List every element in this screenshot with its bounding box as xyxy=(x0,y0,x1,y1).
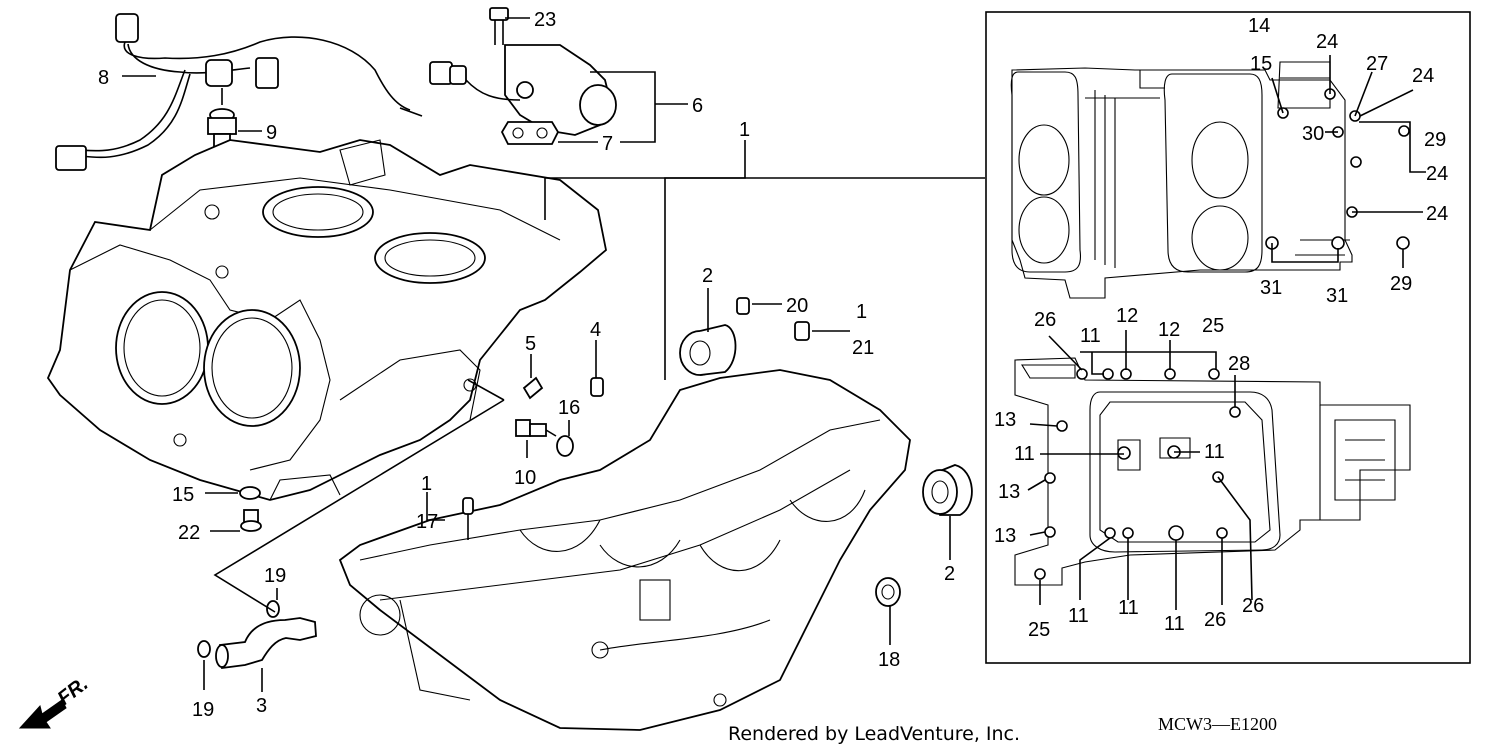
inset-callout-15: 15 xyxy=(1250,53,1272,75)
callout-19-lower: 19 xyxy=(192,699,214,721)
inset-upper-leaders xyxy=(1271,55,1426,268)
callout-2-upper: 2 xyxy=(702,265,713,287)
washer-19-lower-part xyxy=(197,640,211,658)
inset-callout-25a: 25 xyxy=(1202,315,1224,337)
inset-callout-24a: 24 xyxy=(1316,31,1338,53)
oil-pressure-switch-part xyxy=(207,88,237,149)
inset-callout-26c: 26 xyxy=(1242,595,1264,617)
callout-20: 20 xyxy=(786,295,808,317)
inset-upper-holes xyxy=(1265,88,1410,250)
callout-15: 15 xyxy=(172,484,194,506)
callout-9: 9 xyxy=(266,122,277,144)
dowel-pin-20-part xyxy=(736,297,750,315)
inset-frame xyxy=(985,11,1471,664)
callout-16: 16 xyxy=(558,397,580,419)
inset-callout-11d: 11 xyxy=(1068,605,1089,627)
callout-10: 10 xyxy=(514,467,536,489)
oil-seal-lower-part xyxy=(922,464,973,516)
render-credit: Rendered by LeadVenture, Inc. xyxy=(728,723,1020,745)
dowel-pin-17-part xyxy=(462,497,474,515)
inset-callout-11f: 11 xyxy=(1164,613,1185,635)
lower-crankcase-part xyxy=(338,369,911,731)
inset-callout-12a: 12 xyxy=(1116,305,1138,327)
washer-15-part xyxy=(239,486,261,500)
o-ring-16-part xyxy=(556,435,574,457)
callout-1-lower: 1 xyxy=(421,473,432,495)
inset-callout-24d: 24 xyxy=(1426,203,1448,225)
callout-6: 6 xyxy=(692,95,703,117)
inset-lower-holes xyxy=(1034,368,1241,580)
bearing-part xyxy=(875,577,901,607)
inset-callout-14: 14 xyxy=(1248,15,1270,37)
inset-callout-13b: 13 xyxy=(998,481,1020,503)
bolt-23-part xyxy=(489,7,509,45)
upper-crankcase-part xyxy=(46,139,607,501)
callout-18: 18 xyxy=(878,649,900,671)
inset-lower-leaders xyxy=(1027,330,1253,610)
inset-callout-29a: 29 xyxy=(1424,129,1446,151)
callout-17: 17 xyxy=(416,511,438,533)
callout-21: 21 xyxy=(852,337,874,359)
inset-callout-11b: 11 xyxy=(1014,443,1035,465)
inset-callout-31a: 31 xyxy=(1260,277,1282,299)
callout-8: 8 xyxy=(98,67,109,89)
callout-5: 5 xyxy=(525,333,536,355)
callout-1-top: 1 xyxy=(739,119,750,141)
callout-3: 3 xyxy=(256,695,267,717)
leader-lines xyxy=(122,17,985,692)
inset-callout-27: 27 xyxy=(1366,53,1388,75)
orifice-5-part xyxy=(522,376,544,400)
callout-labels: 23 8 9 6 7 1 2 20 1 21 5 4 16 10 15 22 1… xyxy=(98,9,955,721)
inset-callout-11c: 11 xyxy=(1204,441,1225,463)
inset-callout-11e: 11 xyxy=(1118,597,1139,619)
inset-upper-case-outline xyxy=(1010,61,1353,299)
callout-1-right: 1 xyxy=(856,301,867,323)
inset-callout-13a: 13 xyxy=(994,409,1016,431)
front-direction-arrow xyxy=(18,699,67,729)
inset-callout-31b: 31 xyxy=(1326,285,1348,307)
callout-23: 23 xyxy=(534,9,556,31)
bolt-22-part xyxy=(240,509,262,532)
callout-4: 4 xyxy=(590,319,601,341)
inset-callout-24c: 24 xyxy=(1426,163,1448,185)
inset-callout-28: 28 xyxy=(1228,353,1250,375)
inset-callout-30: 30 xyxy=(1302,123,1324,145)
diagram-code: MCW3—E1200 xyxy=(1158,714,1277,734)
callout-22: 22 xyxy=(178,522,200,544)
dowel-pin-4-part xyxy=(590,377,604,397)
callout-7: 7 xyxy=(602,133,613,155)
inset-callout-29b: 29 xyxy=(1390,273,1412,295)
inset-callout-12b: 12 xyxy=(1158,319,1180,341)
inset-callout-26a: 26 xyxy=(1034,309,1056,331)
inset-callout-24b: 24 xyxy=(1412,65,1434,87)
inset-callout-11a: 11 xyxy=(1080,325,1101,347)
inset-callout-labels: 14 24 15 27 24 30 29 24 24 31 31 29 26 1… xyxy=(994,15,1448,641)
washer-19-upper-part xyxy=(266,600,280,618)
inset-callout-25b: 25 xyxy=(1028,619,1050,641)
callout-19-upper: 19 xyxy=(264,565,286,587)
solenoid-valve-part xyxy=(429,44,617,145)
dowel-pin-21-part xyxy=(794,321,810,341)
oil-jet-part xyxy=(515,419,557,437)
callout-2-lower: 2 xyxy=(944,563,955,585)
inset-lower-case-outline xyxy=(1014,357,1411,586)
inset-callout-26b: 26 xyxy=(1204,609,1226,631)
wire-harness-part xyxy=(55,13,423,171)
inset-callout-13c: 13 xyxy=(994,525,1016,547)
oil-seal-upper-part xyxy=(679,324,737,376)
oil-pipe-part xyxy=(215,617,317,670)
